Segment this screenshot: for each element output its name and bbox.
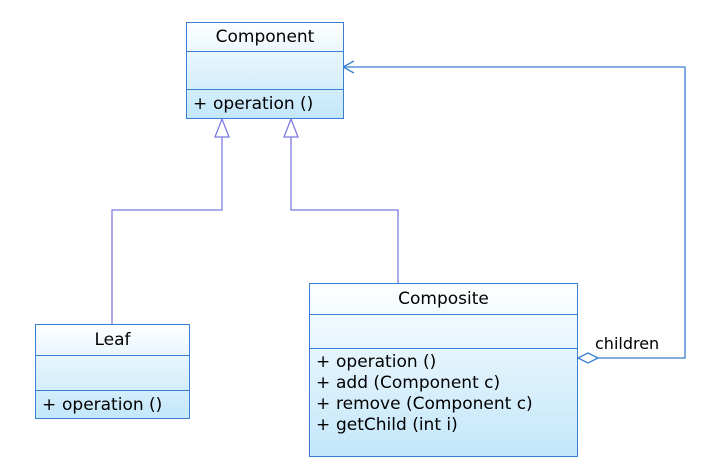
children-aggregation-line [344, 66, 686, 359]
leaf-operation-row: +operation () [42, 395, 163, 415]
children-role-label: children [595, 334, 660, 353]
component-operations-compartment: +operation () [187, 89, 343, 115]
component-class-name: Component [215, 27, 315, 47]
composite-operation-row: +getChild (int i) [316, 415, 458, 435]
composite-operation-row: +remove (Component c) [316, 394, 533, 414]
component-attributes-compartment [187, 51, 343, 89]
leaf-class[interactable]: Leaf +operation () [35, 324, 190, 419]
composite-attributes-compartment [310, 314, 577, 348]
composite-operation-row: +operation () [316, 352, 437, 372]
composite-operations-compartment: +operation () +add (Component c) +remove… [310, 348, 577, 436]
composite-generalization-arrowhead [283, 117, 299, 138]
composite-operation-row: +add (Component c) [316, 373, 501, 393]
leaf-class-name: Leaf [94, 330, 131, 350]
composite-generalization-line [290, 137, 399, 283]
component-operation-row: +operation () [193, 94, 314, 114]
composite-class[interactable]: Composite +operation () +add (Component … [309, 283, 578, 457]
composite-class-name: Composite [398, 289, 489, 309]
leaf-generalization-arrowhead [214, 117, 230, 138]
leaf-attributes-compartment [36, 355, 189, 390]
leaf-generalization-line [111, 137, 223, 324]
aggregation-diamond [576, 352, 600, 364]
leaf-operations-compartment: +operation () [36, 390, 189, 416]
component-class[interactable]: Component +operation () [186, 22, 344, 119]
